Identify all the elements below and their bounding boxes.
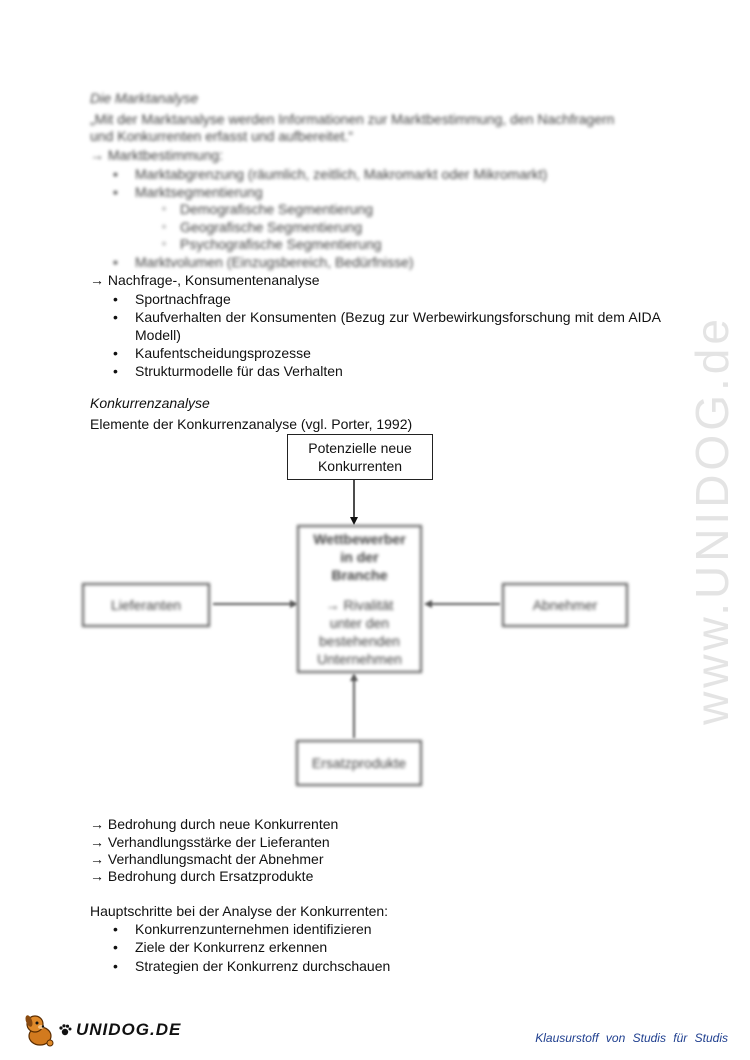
- force-lieferanten: Verhandlungsstärke der Lieferanten: [90, 833, 330, 851]
- box-wettbewerber: Wettbewerber in der Branche → Rivalität …: [297, 525, 422, 673]
- bullet-kaufentscheidung: Kaufentscheidungsprozesse: [113, 344, 311, 362]
- box-ersatzprodukte-label: Ersatzprodukte: [311, 755, 407, 771]
- box-lieferanten-label: Lieferanten: [110, 597, 182, 613]
- box-lieferanten: Lieferanten: [82, 583, 210, 627]
- center-line-4: Unternehmen: [317, 651, 402, 667]
- quote-line-2: und Konkurrenten erfasst und aufbereitet…: [90, 128, 354, 144]
- arrow-head-top: [350, 517, 358, 525]
- box-potenzielle-konkurrenten: Potenzielle neue Konkurrenten: [287, 434, 433, 480]
- unidog-logo: UNIDOG.DE: [22, 1012, 181, 1048]
- box-top-line-1: Potenzielle neue: [308, 440, 412, 456]
- bullet-sportnachfrage: Sportnachfrage: [113, 290, 231, 308]
- box-ersatzprodukte: Ersatzprodukte: [296, 740, 422, 786]
- bullet-marktvolumen: Marktvolumen (Einzugsbereich, Bedürfniss…: [113, 253, 414, 271]
- footer-tagline: Klausurstoff von Studis für Studis: [535, 1031, 728, 1045]
- box-top-line-2: Konkurrenten: [317, 458, 403, 474]
- steps-title: Hauptschritte bei der Analyse der Konkur…: [90, 903, 389, 919]
- center-bold-line-3: Branche: [331, 567, 388, 583]
- step-ziele: Ziele der Konkurrenz erkennen: [113, 938, 327, 956]
- bullet-marktabgrenzung: Marktabgrenzung (räumlich, zeitlich, Mak…: [113, 165, 547, 183]
- sub-bullet-geografisch: Geografische Segmentierung: [162, 218, 362, 236]
- force-abnehmer: Verhandlungsmacht der Abnehmer: [90, 850, 324, 868]
- arrow-head-left: [290, 600, 298, 608]
- step-identifizieren: Konkurrenzunternehmen identifizieren: [113, 920, 372, 938]
- dog-mascot-icon: [25, 1015, 54, 1047]
- sub-bullet-psychografisch: Psychografische Segmentierung: [162, 235, 382, 253]
- bullet-kaufverhalten: Kaufverhalten der Konsumenten (Bezug zur…: [113, 308, 661, 344]
- quote-line-1: „Mit der Marktanalyse werden Information…: [90, 111, 615, 127]
- section-title-marktanalyse: Die Marktanalyse: [90, 90, 199, 106]
- arrow-head-bottom: [350, 673, 358, 681]
- arrow-head-right: [424, 600, 432, 608]
- box-abnehmer: Abnehmer: [502, 583, 628, 627]
- arrow-item-nachfrage: Nachfrage-, Konsumentenanalyse: [90, 271, 320, 289]
- center-bold-line-1: Wettbewerber: [313, 531, 406, 547]
- center-line-3: bestehenden: [319, 633, 400, 649]
- box-abnehmer-label: Abnehmer: [532, 597, 598, 613]
- center-line-1: → Rivalität: [325, 597, 394, 613]
- bullet-strukturmodelle: Strukturmodelle für das Verhalten: [113, 362, 343, 380]
- force-neue-konkurrenten: Bedrohung durch neue Konkurrenten: [90, 815, 338, 833]
- logo-text: UNIDOG.DE: [76, 1020, 182, 1039]
- sub-bullet-demografisch: Demografische Segmentierung: [162, 200, 373, 218]
- step-strategien: Strategien der Konkurrenz durchschauen: [113, 957, 390, 975]
- arrow-item-marktbestimmung: Marktbestimmung:: [90, 146, 223, 164]
- bullet-marktsegmentierung: Marktsegmentierung: [113, 183, 263, 201]
- center-line-2: unter den: [329, 615, 390, 631]
- section-title-konkurrenzanalyse: Konkurrenzanalyse: [90, 395, 210, 411]
- force-ersatzprodukte: Bedrohung durch Ersatzprodukte: [90, 867, 313, 885]
- center-bold-line-2: in der: [340, 549, 379, 565]
- intro-line: Elemente der Konkurrenzanalyse (vgl. Por…: [90, 416, 413, 432]
- paw-icon: [59, 1024, 72, 1036]
